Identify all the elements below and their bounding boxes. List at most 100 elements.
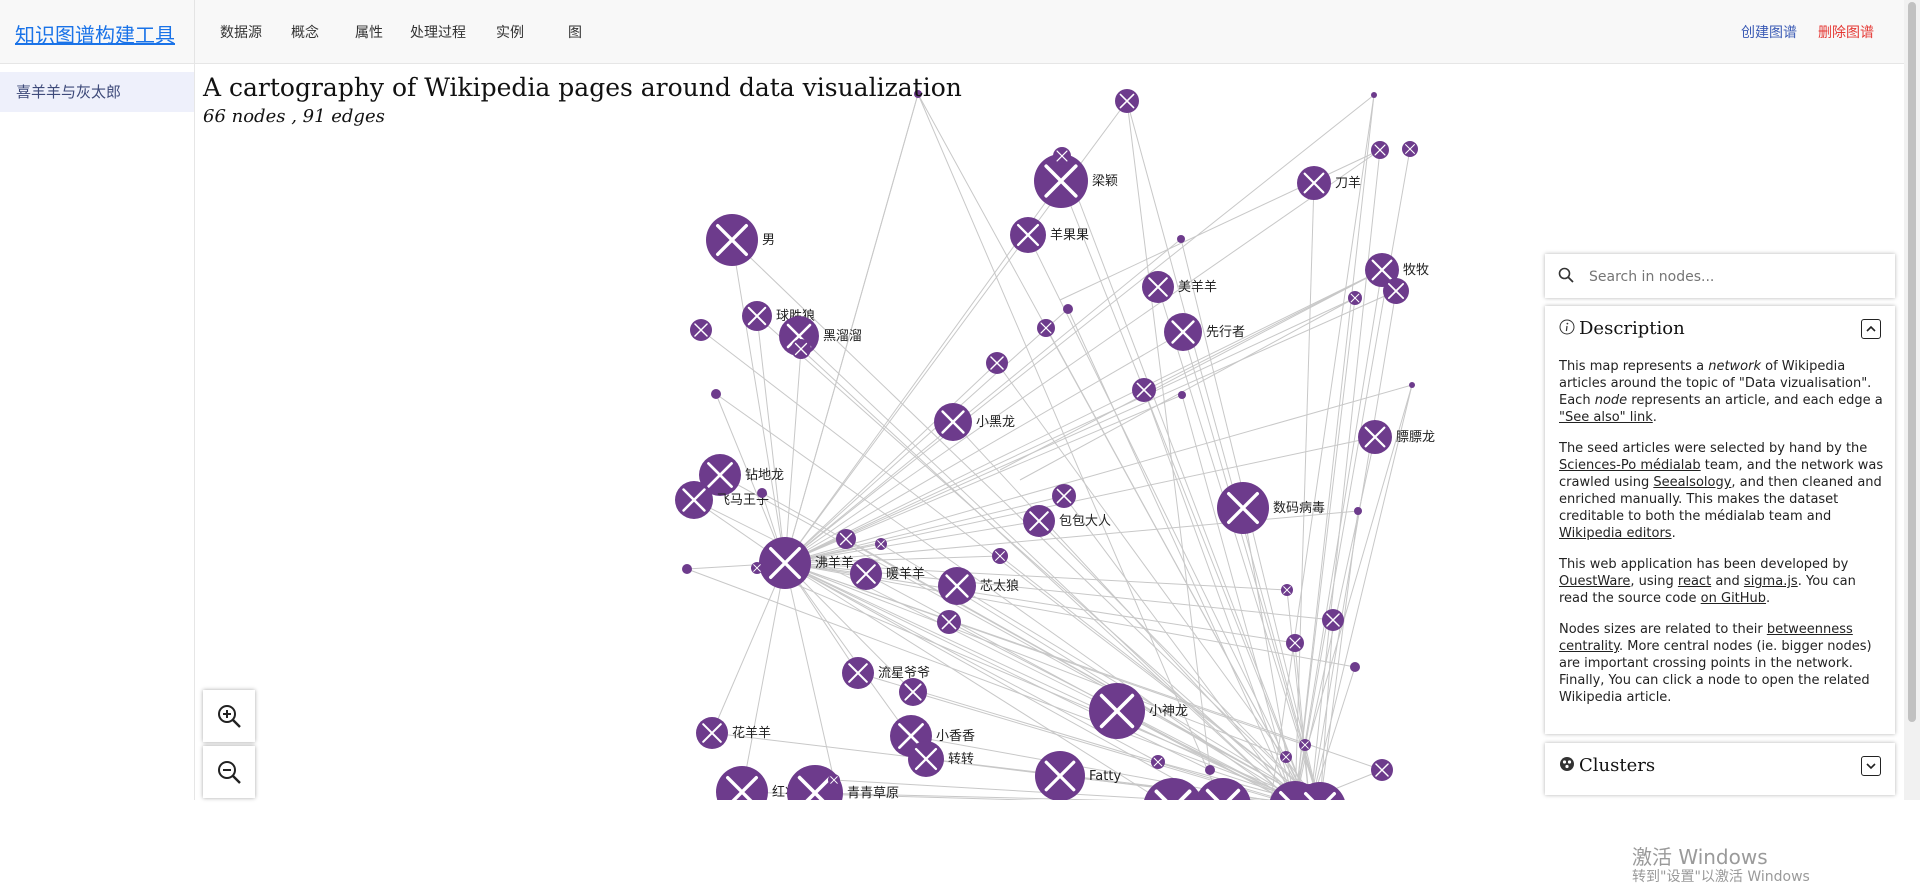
graph-edge [1209,769,1304,800]
tools-icon [1056,488,1072,504]
graph-node[interactable] [787,765,843,800]
wikipedia-editors-link[interactable]: Wikipedia editors [1559,526,1672,541]
graph-node[interactable] [757,488,767,498]
tools-icon [941,410,965,434]
sigmajs-link[interactable]: sigma.js [1743,574,1798,589]
tools-icon [990,356,1004,370]
description-collapse-button[interactable] [1861,319,1881,339]
nav-attribute[interactable]: 属性 [355,25,383,41]
node-label[interactable]: Fatty [1089,769,1121,784]
graph-node[interactable] [1177,235,1185,243]
node-label[interactable]: 小香香 [936,729,975,744]
graph-node[interactable] [1350,662,1360,672]
node-label[interactable]: 膘膘龙 [1396,430,1435,445]
graph-canvas[interactable]: 梁颖刀羊男羊果果牧牧美羊羊球胜狼黑溜溜先行者小黑龙膘膘龙钻地龙飞马王子数码病毒包… [195,64,1904,800]
graph-node[interactable] [1143,778,1203,800]
node-label[interactable]: 小黑龙 [976,415,1015,430]
graph-node[interactable] [1195,778,1251,800]
tools-icon [839,532,853,546]
windows-activation-hint: 转到"设置"以激活 Windows [1632,869,1810,885]
node-label[interactable]: 羊果果 [1050,227,1089,243]
description-body: This map represents a network of Wikiped… [1559,358,1884,720]
node-label[interactable]: 青青草原 [847,786,899,800]
sidebar-item-graph[interactable]: 喜羊羊与灰太郎 [0,72,194,112]
tools-icon [1301,741,1309,749]
nav-process[interactable]: 处理过程 [410,25,466,41]
tools-icon [726,776,758,800]
clusters-header: Clusters [1559,755,1655,776]
see-also-link[interactable]: "See also" link [1559,410,1653,425]
node-label[interactable]: 梁颖 [1092,174,1118,189]
tools-icon [794,342,808,356]
node-label[interactable]: 美羊羊 [1178,279,1217,295]
graph-node[interactable] [1178,391,1186,399]
node-label[interactable]: 先行者 [1206,325,1245,340]
tools-icon [1153,757,1163,767]
node-label[interactable]: 黑溜溜 [823,329,862,344]
zoom-out-button[interactable] [203,746,255,798]
create-graph-button[interactable]: 创建图谱 [1741,25,1797,41]
node-label[interactable]: 飞马王子 [717,493,769,508]
react-link[interactable]: react [1677,574,1712,589]
betweenness-centrality-link[interactable]: betweenness centrality [1559,622,1853,654]
delete-graph-button[interactable]: 删除图谱 [1818,25,1874,41]
graph-edge [917,93,1307,800]
graph-edge [784,149,1381,564]
node-label[interactable]: 沸羊羊 [815,555,854,571]
tools-icon [702,723,722,743]
clusters-expand-button[interactable] [1861,756,1881,776]
seealsology-link[interactable]: Seealsology [1653,475,1732,490]
node-label[interactable]: 小神龙 [1149,704,1188,719]
nav-data-source[interactable]: 数据源 [220,25,262,41]
graph-edge [1145,269,1383,391]
tools-icon [1326,613,1340,627]
graph-edge [952,421,1304,800]
graph-node[interactable] [1371,92,1377,98]
node-label[interactable]: 包包大人 [1059,514,1111,529]
ouestware-link[interactable]: OuestWare [1559,574,1631,589]
nav-concept[interactable]: 概念 [291,25,319,41]
nav-instance[interactable]: 实例 [496,25,524,41]
page-scrollbar[interactable] [1904,0,1920,800]
scrollbar-thumb[interactable] [1908,2,1916,722]
graph-node[interactable] [1063,304,1073,314]
graph-node[interactable] [716,766,768,800]
graph-node[interactable] [682,564,692,574]
graph-edge [1181,394,1295,800]
nav-graph[interactable]: 图 [568,25,582,41]
node-label[interactable]: 男 [762,233,775,248]
tools-icon [1303,172,1325,194]
zoom-in-button[interactable] [203,690,255,742]
graph-edge [731,239,786,564]
graph-node[interactable] [914,90,922,98]
node-label[interactable]: 花羊羊 [732,725,771,741]
node-label[interactable]: 牧牧 [1403,263,1429,278]
tools-icon [856,564,876,584]
node-label[interactable]: 转转 [948,752,974,767]
desc-emphasis: network [1708,359,1761,374]
medialab-link[interactable]: Sciences-Po médialab [1559,458,1701,473]
desc-text: Nodes sizes are related to their [1559,622,1767,637]
network-graph[interactable]: 梁颖刀羊男羊果果牧牧美羊羊球胜狼黑溜溜先行者小黑龙膘膘龙钻地龙飞马王子数码病毒包… [195,64,1904,800]
node-label[interactable]: 芯太狼 [980,579,1019,594]
graph-edge [1059,149,1381,301]
desc-text: . [1766,591,1771,606]
tools-icon [941,614,957,630]
node-search-input[interactable] [1587,264,1881,290]
graph-node[interactable] [711,389,721,399]
tools-icon [797,775,833,800]
graph-node[interactable] [1205,765,1215,775]
node-label[interactable]: 数码病毒 [1273,501,1325,516]
graph-nodes: 梁颖刀羊男羊果果牧牧美羊羊球胜狼黑溜溜先行者小黑龙膘膘龙钻地龙飞马王子数码病毒包… [675,89,1435,800]
node-label[interactable]: 钻地龙 [745,468,784,483]
brand-link[interactable]: 知识图谱构建工具 [15,23,175,47]
node-label[interactable]: 流星爷爷 [878,666,930,681]
info-icon [1559,319,1575,335]
description-panel: Description This map represents a networ… [1545,306,1895,734]
graph-node[interactable] [1354,507,1362,515]
graph-node[interactable] [1409,382,1415,388]
github-link[interactable]: on GitHub [1700,591,1767,606]
graph-edge [1291,384,1413,800]
node-label[interactable]: 刀羊 [1335,175,1361,191]
node-label[interactable]: 暖羊羊 [886,566,925,582]
